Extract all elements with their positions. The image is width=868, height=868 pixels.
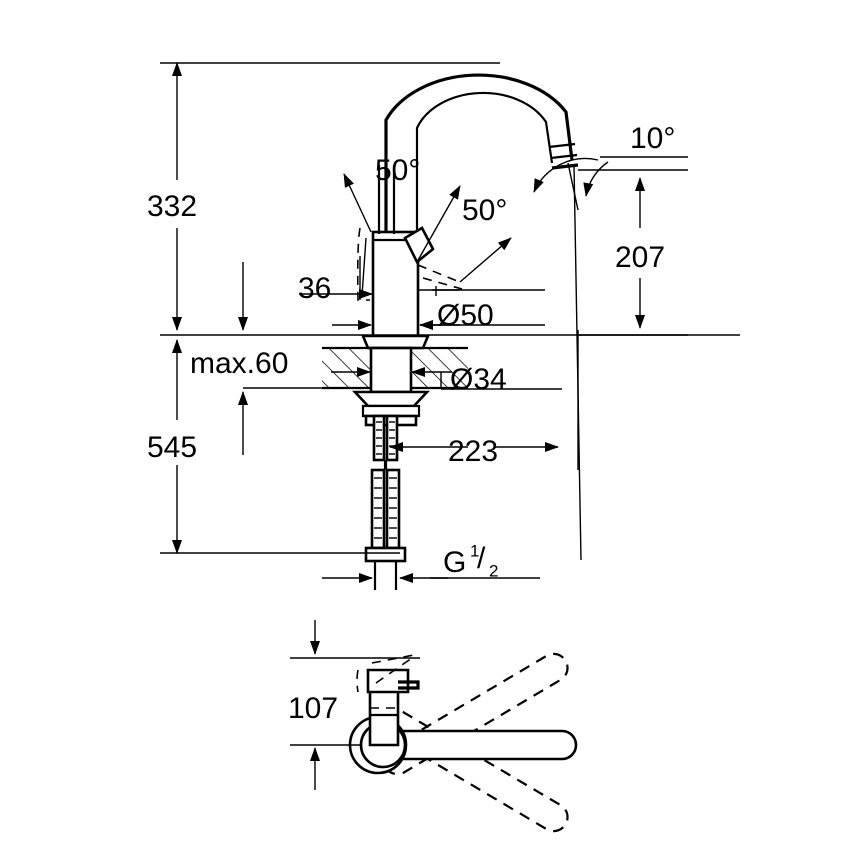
flexible-hose-upper xyxy=(372,414,399,462)
spout-swing-lower-dashed xyxy=(382,709,569,833)
dim-332-label: 332 xyxy=(147,190,197,223)
front-elevation-view: 10° 207 xyxy=(147,62,740,590)
dim-max60-label: max.60 xyxy=(190,347,288,380)
angle-10-indicator xyxy=(533,156,688,197)
angle-50-right-label: 50° xyxy=(462,194,507,227)
thread-label-g-half: G 1 / 2 xyxy=(443,541,498,580)
lever-handle-tilted xyxy=(403,226,463,290)
spout-gooseneck xyxy=(384,73,579,245)
dim-d34-label: Ø34 xyxy=(450,363,507,396)
thread-denominator: 2 xyxy=(489,561,498,580)
lever-stems xyxy=(377,165,396,234)
dim-36-label: 36 xyxy=(298,272,331,305)
dim-d50 xyxy=(332,289,545,330)
dim-207-label: 207 xyxy=(615,241,665,274)
angle-50-left-indicator xyxy=(343,173,372,233)
angle-50-right-indicator xyxy=(416,185,512,296)
dim-max60 xyxy=(238,262,370,455)
dim-223 xyxy=(389,330,579,470)
dim-chain-left xyxy=(160,62,500,554)
dim-223-label: 223 xyxy=(448,435,498,468)
spout-tilt-line xyxy=(567,162,579,211)
lever-open-left-outline xyxy=(356,227,370,301)
dim-d34 xyxy=(331,367,562,390)
angle-10-label: 10° xyxy=(630,122,675,155)
thread-slash: / xyxy=(477,542,486,575)
thread-prefix: G xyxy=(443,546,466,579)
dim-107-label: 107 xyxy=(288,692,338,725)
dim-545-label: 545 xyxy=(147,431,197,464)
thread-numerator: 1 xyxy=(470,541,479,560)
spout-swing-upper-dashed xyxy=(382,652,569,776)
top-plan-view: 107 xyxy=(288,620,578,833)
dim-36 xyxy=(299,256,373,300)
angle-50-left-label: 50° xyxy=(375,154,420,187)
dim-d50-label: Ø50 xyxy=(437,299,494,332)
flexible-hose-lower xyxy=(364,468,407,590)
lever-body-plan xyxy=(356,654,420,747)
